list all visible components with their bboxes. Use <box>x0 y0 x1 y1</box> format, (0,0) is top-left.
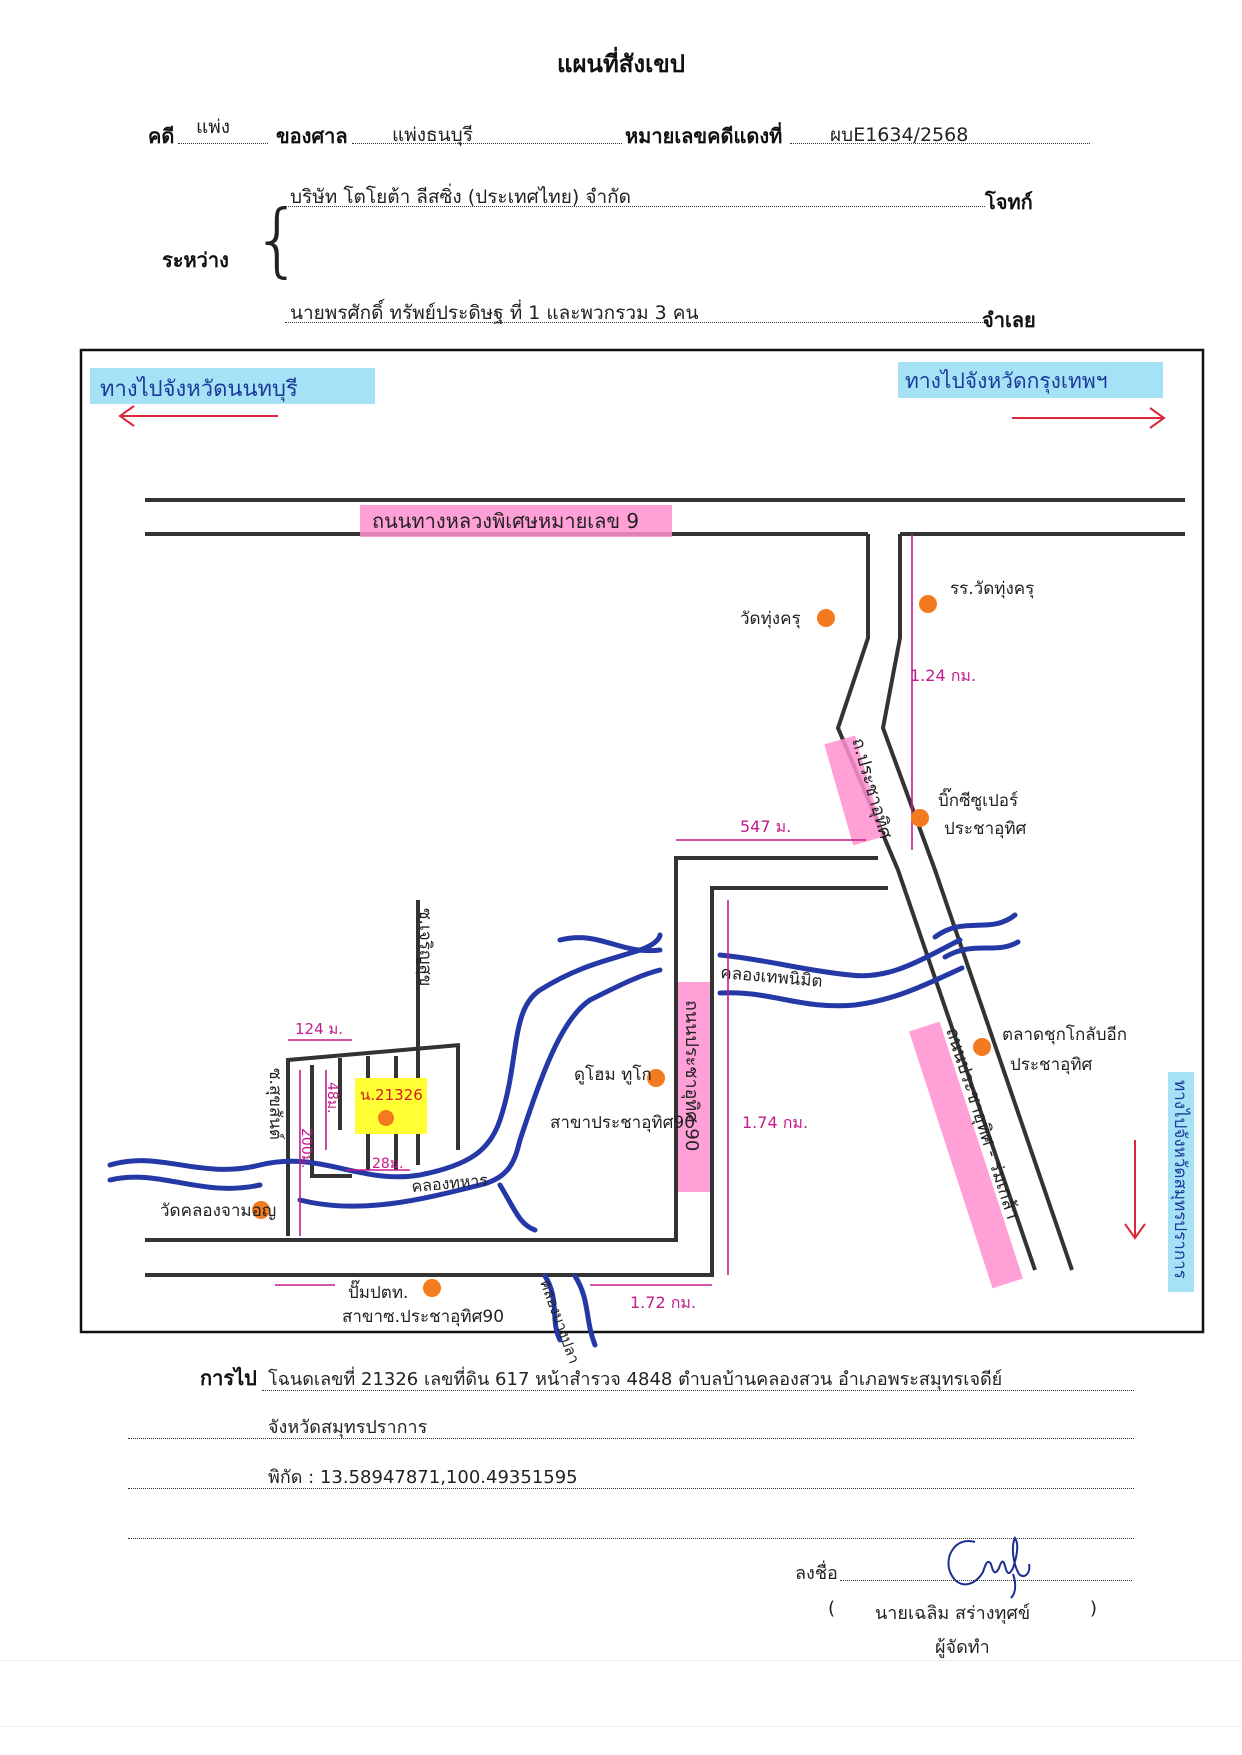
dir-down-arrowhead <box>1124 1223 1146 1240</box>
page-title: แผนที่สังเขป <box>557 50 685 78</box>
red-case-dots <box>790 143 1090 144</box>
dist-124m: 124 ม. <box>295 1020 343 1038</box>
sign-dots <box>840 1580 1132 1581</box>
place-talad-2: ประชาอุทิศ <box>1010 1055 1093 1075</box>
directions-line3: พิกัด : 13.58947871,100.49351595 <box>268 1467 578 1488</box>
prachautit2-highlight <box>909 1021 1023 1289</box>
close-paren: ) <box>1090 1598 1098 1619</box>
highway-highlight <box>360 505 672 537</box>
place-markers <box>252 595 991 1297</box>
case-type-value: แพ่ง <box>196 116 231 138</box>
dir-down-label: ทางไปจังหวัดสมุทรปราการ <box>1170 1080 1191 1279</box>
soi-side-label: ซ.สุขสันต์ <box>265 1068 285 1140</box>
directions-dots-4 <box>128 1538 1134 1539</box>
place-wat-khlong: วัดคลองจามอญ <box>160 1201 276 1221</box>
dir-right-label: ทางไปจังหวัดกรุงเทพฯ <box>905 369 1108 394</box>
place-ptt-2: สาขาซ.ประชาอุทิศ90 <box>342 1307 504 1327</box>
canals <box>107 912 1021 1348</box>
place-dohome-2: สาขาประชาอุทิศ90 <box>550 1113 695 1133</box>
brace-symbol: { <box>252 193 303 286</box>
plot-label: น.21326 <box>360 1086 423 1104</box>
plaintiff-dots <box>285 206 985 207</box>
place-school-wat: รร.วัดทุ่งครุ <box>950 579 1034 599</box>
canal3-label: คลองบางปลา <box>536 1277 583 1366</box>
defendant-role: จำเลย <box>982 308 1036 332</box>
dir-left-arrowhead <box>118 405 135 427</box>
defendant-name: นายพรศักดิ์ ทรัพย์ประดิษฐ ที่ 1 และพวกรว… <box>290 302 699 324</box>
plaintiff-name: บริษัท โตโยต้า ลีสซิ่ง (ประเทศไทย) จำกัด <box>290 186 632 208</box>
place-talad-1: ตลาดชุกโกลับอีก <box>1002 1024 1127 1045</box>
dir-left-highlight <box>90 368 375 404</box>
open-paren: ( <box>828 1598 836 1619</box>
signer-name: นายเฉลิม สร่างทุศข์ <box>875 1603 1031 1624</box>
dist-174km: 1.74 กม. <box>742 1113 808 1132</box>
directions-line1: โฉนดเลขที่ 21326 เลขที่ดิน 617 หน้าสำรวจ… <box>268 1369 1003 1390</box>
dist-48m: 48ม. <box>324 1082 340 1114</box>
plot-highlight <box>355 1078 427 1134</box>
dir-right-arrowhead <box>1149 407 1166 429</box>
sign-label: ลงชื่อ <box>795 1563 838 1584</box>
distance-lines <box>275 534 913 1286</box>
between-label: ระหว่าง <box>162 248 229 272</box>
footer-divider <box>0 1660 1242 1661</box>
prachautit90-label: ถนนประชาอุทิศ 90 <box>681 1000 702 1151</box>
court-label: ของศาล <box>276 124 348 148</box>
case-label: คดี <box>148 124 175 148</box>
plot-marker <box>378 1110 394 1126</box>
directions-dots-2 <box>128 1438 1134 1439</box>
place-bigc-1: บิ๊กซีซูเปอร์ <box>938 787 1018 811</box>
dist-124km: 1.24 กม. <box>910 666 976 685</box>
dist-172km: 1.72 กม. <box>630 1293 696 1312</box>
dist-28m: 28ม. <box>372 1156 404 1172</box>
defendant-dots <box>285 322 985 323</box>
place-wat-thung-khru: วัดทุ่งครุ <box>740 609 801 629</box>
signer-role: ผู้จัดทำ <box>935 1637 990 1658</box>
directions-label: การไป <box>200 1366 257 1390</box>
dir-down-highlight <box>1168 1072 1194 1292</box>
handwritten-signature <box>947 1536 1031 1599</box>
place-dohome-1: ดูโฮม ทูโก <box>574 1064 652 1085</box>
directions-dots-3 <box>128 1488 1134 1489</box>
prachautit-highlight <box>824 735 884 846</box>
dist-200m: 200ม. <box>298 1128 314 1168</box>
red-case-value: ผบE1634/2568 <box>830 124 969 146</box>
footer-divider-bottom <box>0 1726 1242 1727</box>
map-frame <box>79 348 1205 1334</box>
directions-line2: จังหวัดสมุทรปราการ <box>268 1417 428 1438</box>
prachautit90-highlight <box>678 982 710 1192</box>
plaintiff-role: โจทก์ <box>985 190 1033 214</box>
highway-label: ถนนทางหลวงพิเศษหมายเลข 9 <box>372 509 639 533</box>
dir-left-label: ทางไปจังหวัดนนทบุรี <box>100 376 298 402</box>
case-type-dots <box>178 143 268 144</box>
prachautit90-road <box>145 856 888 1277</box>
prachautit-road <box>835 534 1074 1271</box>
place-bigc-2: ประชาอุทิศ <box>944 819 1027 839</box>
place-ptt-1: ปั๊มปตท. <box>348 1279 408 1303</box>
soi-charoen-label: ซ.เจริญสุข <box>415 908 435 986</box>
red-case-label: หมายเลขคดีแดงที่ <box>625 124 783 148</box>
court-dots <box>352 143 622 144</box>
directions-dots-1 <box>262 1390 1134 1391</box>
court-value: แพ่งธนบุรี <box>392 124 473 146</box>
dist-547m: 547 ม. <box>740 817 791 836</box>
dir-right-highlight <box>898 362 1163 398</box>
